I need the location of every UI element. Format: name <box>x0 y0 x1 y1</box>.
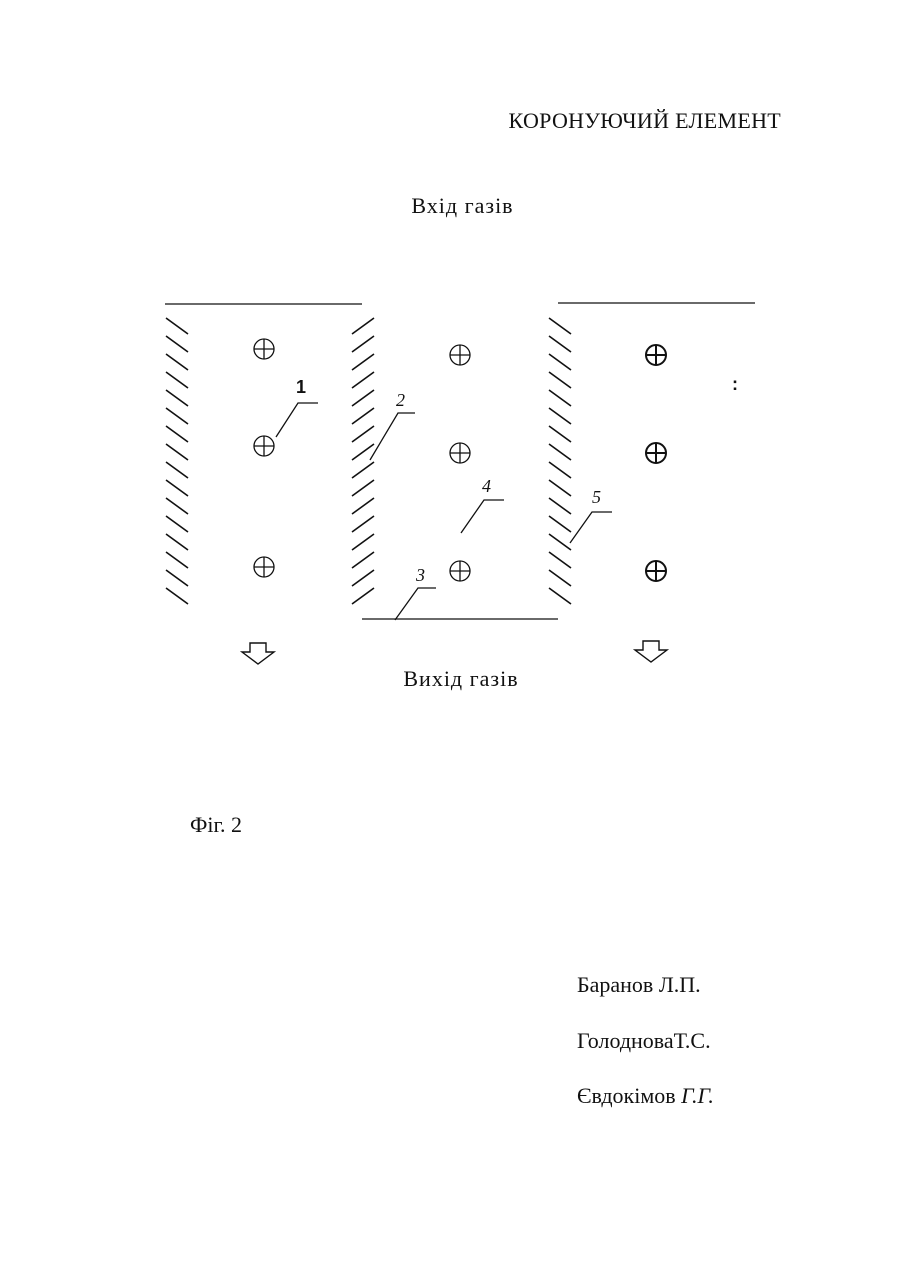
circle-plus-icon <box>646 561 666 581</box>
author-name: Баранов Л.П. <box>577 972 701 997</box>
hatch-stroke <box>352 552 374 568</box>
hatch-stroke <box>166 498 188 514</box>
hatch-stroke <box>352 426 374 442</box>
hatch-stroke <box>166 408 188 424</box>
hatch-stroke <box>166 480 188 496</box>
hatch-stroke <box>166 426 188 442</box>
hatch-stroke <box>352 372 374 388</box>
figure-label: Фіг. 2 <box>190 812 242 838</box>
arrow-down-icon <box>635 641 667 662</box>
callout-leader-5 <box>570 512 612 543</box>
hatch-stroke <box>166 516 188 532</box>
arrow-down-icon <box>242 643 274 664</box>
hatch-stroke <box>352 534 374 550</box>
hatch-stroke <box>549 534 571 550</box>
callout-3: 3 <box>415 565 425 585</box>
callout-leader-4 <box>461 500 504 533</box>
hatch-stroke <box>549 318 571 334</box>
hatched-wall-left <box>166 318 188 604</box>
hatch-stroke <box>549 462 571 478</box>
hatched-wall-center-left <box>352 318 374 604</box>
hatch-stroke <box>166 462 188 478</box>
hatch-stroke <box>166 372 188 388</box>
hatch-stroke <box>166 354 188 370</box>
hatch-stroke <box>352 408 374 424</box>
callout-4: 4 <box>482 476 491 496</box>
hatch-stroke <box>166 318 188 334</box>
hatch-stroke <box>549 588 571 604</box>
callout-leader-3 <box>395 588 436 620</box>
hatch-stroke <box>549 336 571 352</box>
hatch-stroke <box>352 462 374 478</box>
callout-leader-1 <box>276 403 318 437</box>
hatch-stroke <box>166 552 188 568</box>
circle-plus-icon <box>450 345 470 365</box>
circle-plus-icon <box>254 436 274 456</box>
hatch-stroke <box>166 390 188 406</box>
circle-plus-icon <box>254 557 274 577</box>
callout-5: 5 <box>592 487 601 507</box>
hatch-stroke <box>352 480 374 496</box>
author-name: ГолодноваТ.С. <box>577 1028 711 1053</box>
hatch-stroke <box>549 354 571 370</box>
author-1: Баранов Л.П. <box>577 972 701 998</box>
hatch-stroke <box>352 570 374 586</box>
hatch-stroke <box>352 516 374 532</box>
hatch-stroke <box>352 318 374 334</box>
circle-plus-icon <box>646 443 666 463</box>
author-3: Євдокімов Г.Г. <box>577 1083 714 1109</box>
hatch-stroke <box>549 552 571 568</box>
author-2: ГолодноваТ.С. <box>577 1028 711 1054</box>
hatch-stroke <box>352 354 374 370</box>
hatch-stroke <box>166 570 188 586</box>
hatched-wall-center-right <box>549 318 571 604</box>
circle-plus-icon <box>646 345 666 365</box>
circle-plus-icon <box>254 339 274 359</box>
callout-leader-2 <box>370 413 415 460</box>
hatch-stroke <box>549 426 571 442</box>
corona-element-diagram: 1 2 3 4 5 : <box>0 0 900 700</box>
hatch-stroke <box>549 390 571 406</box>
circle-plus-icon <box>450 443 470 463</box>
hatch-stroke <box>549 444 571 460</box>
author-name: Євдокімов <box>577 1083 681 1108</box>
author-initials: Г.Г. <box>681 1083 714 1108</box>
hatch-stroke <box>352 588 374 604</box>
hatch-stroke <box>352 336 374 352</box>
hatch-stroke <box>549 372 571 388</box>
hatch-stroke <box>166 444 188 460</box>
hatch-stroke <box>549 498 571 514</box>
callout-2: 2 <box>396 390 405 410</box>
hatch-stroke <box>166 336 188 352</box>
hatch-stroke <box>352 498 374 514</box>
hatch-stroke <box>549 516 571 532</box>
circle-plus-icon <box>450 561 470 581</box>
hatch-stroke <box>166 588 188 604</box>
stray-mark: : <box>732 374 738 394</box>
hatch-stroke <box>549 408 571 424</box>
hatch-stroke <box>549 570 571 586</box>
gas-outlet-label: Вихід газів <box>0 666 900 692</box>
hatch-stroke <box>549 480 571 496</box>
hatch-stroke <box>352 390 374 406</box>
callout-1: 1 <box>296 377 306 397</box>
hatch-stroke <box>166 534 188 550</box>
